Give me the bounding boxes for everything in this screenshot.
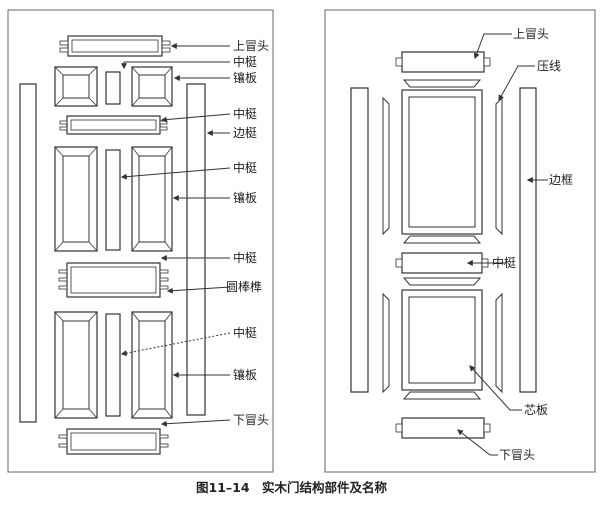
left-row1-panels (54, 66, 173, 107)
bead-right-lower (495, 292, 503, 394)
label-panel-1: 镶板 (233, 70, 257, 85)
left-panel: 上冒头 中梃 镶板 中梃 边梃 中梃 镶板 中梃 圆棒榫 中梃 镶板 下冒头 (7, 9, 274, 473)
right-panel-border (324, 9, 596, 473)
core-panel-upper (401, 89, 483, 235)
left-top-rail (59, 35, 171, 57)
bead-left-lower (382, 292, 390, 394)
core-panel-lower (401, 289, 483, 391)
right-left-frame (350, 87, 369, 393)
left-bottom-rail (58, 428, 169, 455)
bead-top-upper (402, 79, 482, 88)
label-dowel: 圆棒榫 (226, 279, 262, 294)
label-panel-2: 镶板 (233, 190, 257, 205)
right-stile (186, 83, 206, 416)
label-mid-stile-2: 中梃 (233, 160, 257, 175)
right-leader-lines (457, 33, 548, 456)
left-labels: 上冒头 中梃 镶板 中梃 边梃 中梃 镶板 中梃 圆棒榫 中梃 镶板 下冒头 (226, 39, 269, 427)
label-frame: 边框 (549, 173, 573, 187)
right-right-frame (519, 87, 537, 393)
label-bead: 压线 (537, 59, 561, 73)
left-panel-border (7, 9, 274, 473)
left-row2-panels (54, 146, 173, 252)
right-bottom-rail (395, 417, 491, 439)
figure-caption: 图11–14 实木门结构部件及名称 (196, 480, 388, 495)
label-top-rail: 上冒头 (233, 39, 269, 53)
left-middle-rail-2 (58, 262, 169, 298)
left-stile (19, 83, 37, 423)
bead-bottom-upper (402, 235, 482, 244)
label-mid-rail-2: 中梃 (233, 250, 257, 265)
label-right-bottom-rail: 下冒头 (499, 448, 535, 462)
right-panel: 上冒头 压线 边框 中梃 芯板 下冒头 (324, 9, 596, 473)
caption-title: 实木门结构部件及名称 (262, 480, 388, 495)
label-right-top-rail: 上冒头 (513, 27, 549, 41)
label-mid-rail-1: 中梃 (233, 106, 257, 121)
bead-bottom-lower (402, 391, 482, 400)
label-core-panel: 芯板 (524, 403, 548, 417)
label-mid-stile-3: 中梃 (233, 325, 257, 340)
label-panel-3: 镶板 (233, 367, 257, 382)
left-leader-lines (120, 43, 231, 427)
right-labels: 上冒头 压线 边框 中梃 芯板 下冒头 (492, 27, 573, 462)
left-middle-rail-1 (59, 115, 168, 135)
bead-top-lower (402, 277, 482, 286)
bead-right-upper (495, 96, 503, 236)
caption-figure-number: 图11–14 (196, 480, 250, 495)
left-row3-panels (54, 311, 173, 419)
label-stile: 边梃 (233, 125, 257, 140)
right-top-rail (395, 51, 491, 73)
label-bottom-rail: 下冒头 (233, 413, 269, 427)
label-mid-stile-1: 中梃 (233, 54, 257, 69)
bead-left-upper (382, 96, 390, 236)
label-right-mid-rail: 中梃 (492, 255, 516, 270)
